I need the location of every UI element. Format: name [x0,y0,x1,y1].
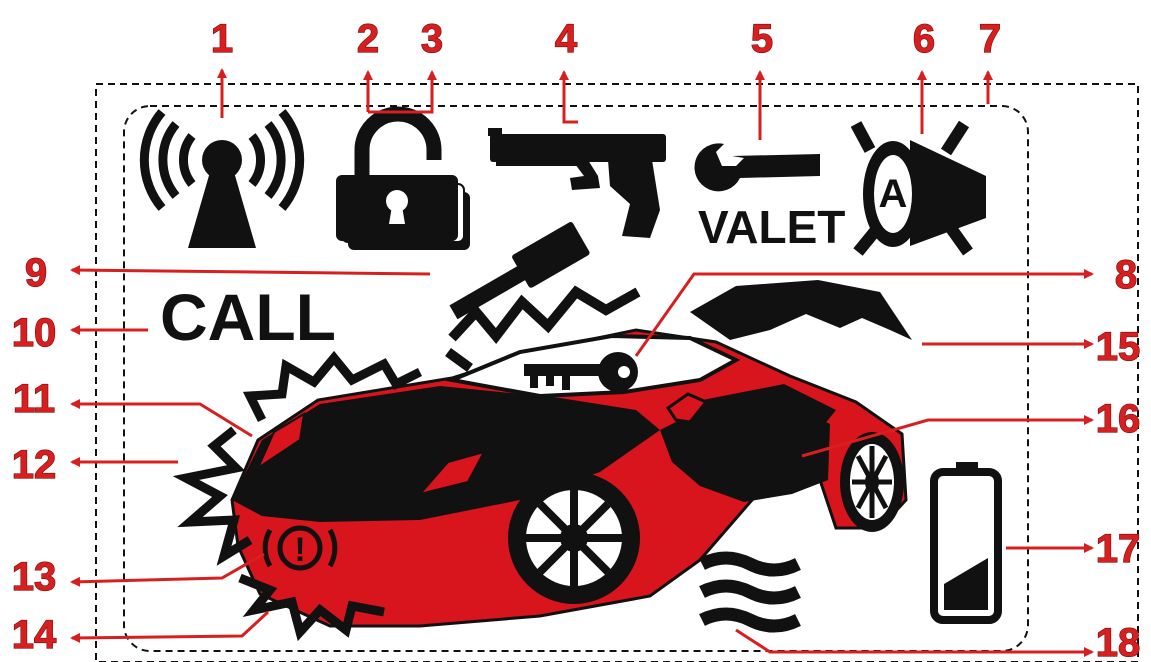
warning-exclamation: ! [294,531,305,569]
call-label: CALL [160,280,336,354]
callout-15: 15 [1096,325,1141,369]
callout-2: 2 [357,17,379,61]
callout-4: 4 [555,17,578,61]
auto-letter: A [879,172,908,216]
pistol-icon [488,128,666,238]
callout-18: 18 [1096,621,1141,662]
callout-6: 6 [913,17,935,61]
callout-17: 17 [1096,527,1141,571]
padlock-icon [336,114,470,250]
auto-horn-icon: A [863,140,986,247]
battery-icon [934,462,998,620]
heat-waves-icon [702,558,798,626]
valet-label: VALET [698,201,845,253]
antenna-signal-icon [144,112,299,248]
callout-1: 1 [211,17,233,61]
callout-9: 9 [25,251,47,295]
callout-7: 7 [979,17,1001,61]
callout-16: 16 [1096,397,1141,441]
callout-8: 8 [1115,253,1137,297]
trunk-lid-icon [690,280,912,340]
callout-10: 10 [12,311,57,355]
callout-13: 13 [12,555,57,599]
callout-12: 12 [12,443,57,487]
callout-5: 5 [751,17,773,61]
wrench-icon [694,143,820,191]
callout-14: 14 [12,613,57,657]
callout-11: 11 [13,377,55,421]
callout-3: 3 [421,17,443,61]
